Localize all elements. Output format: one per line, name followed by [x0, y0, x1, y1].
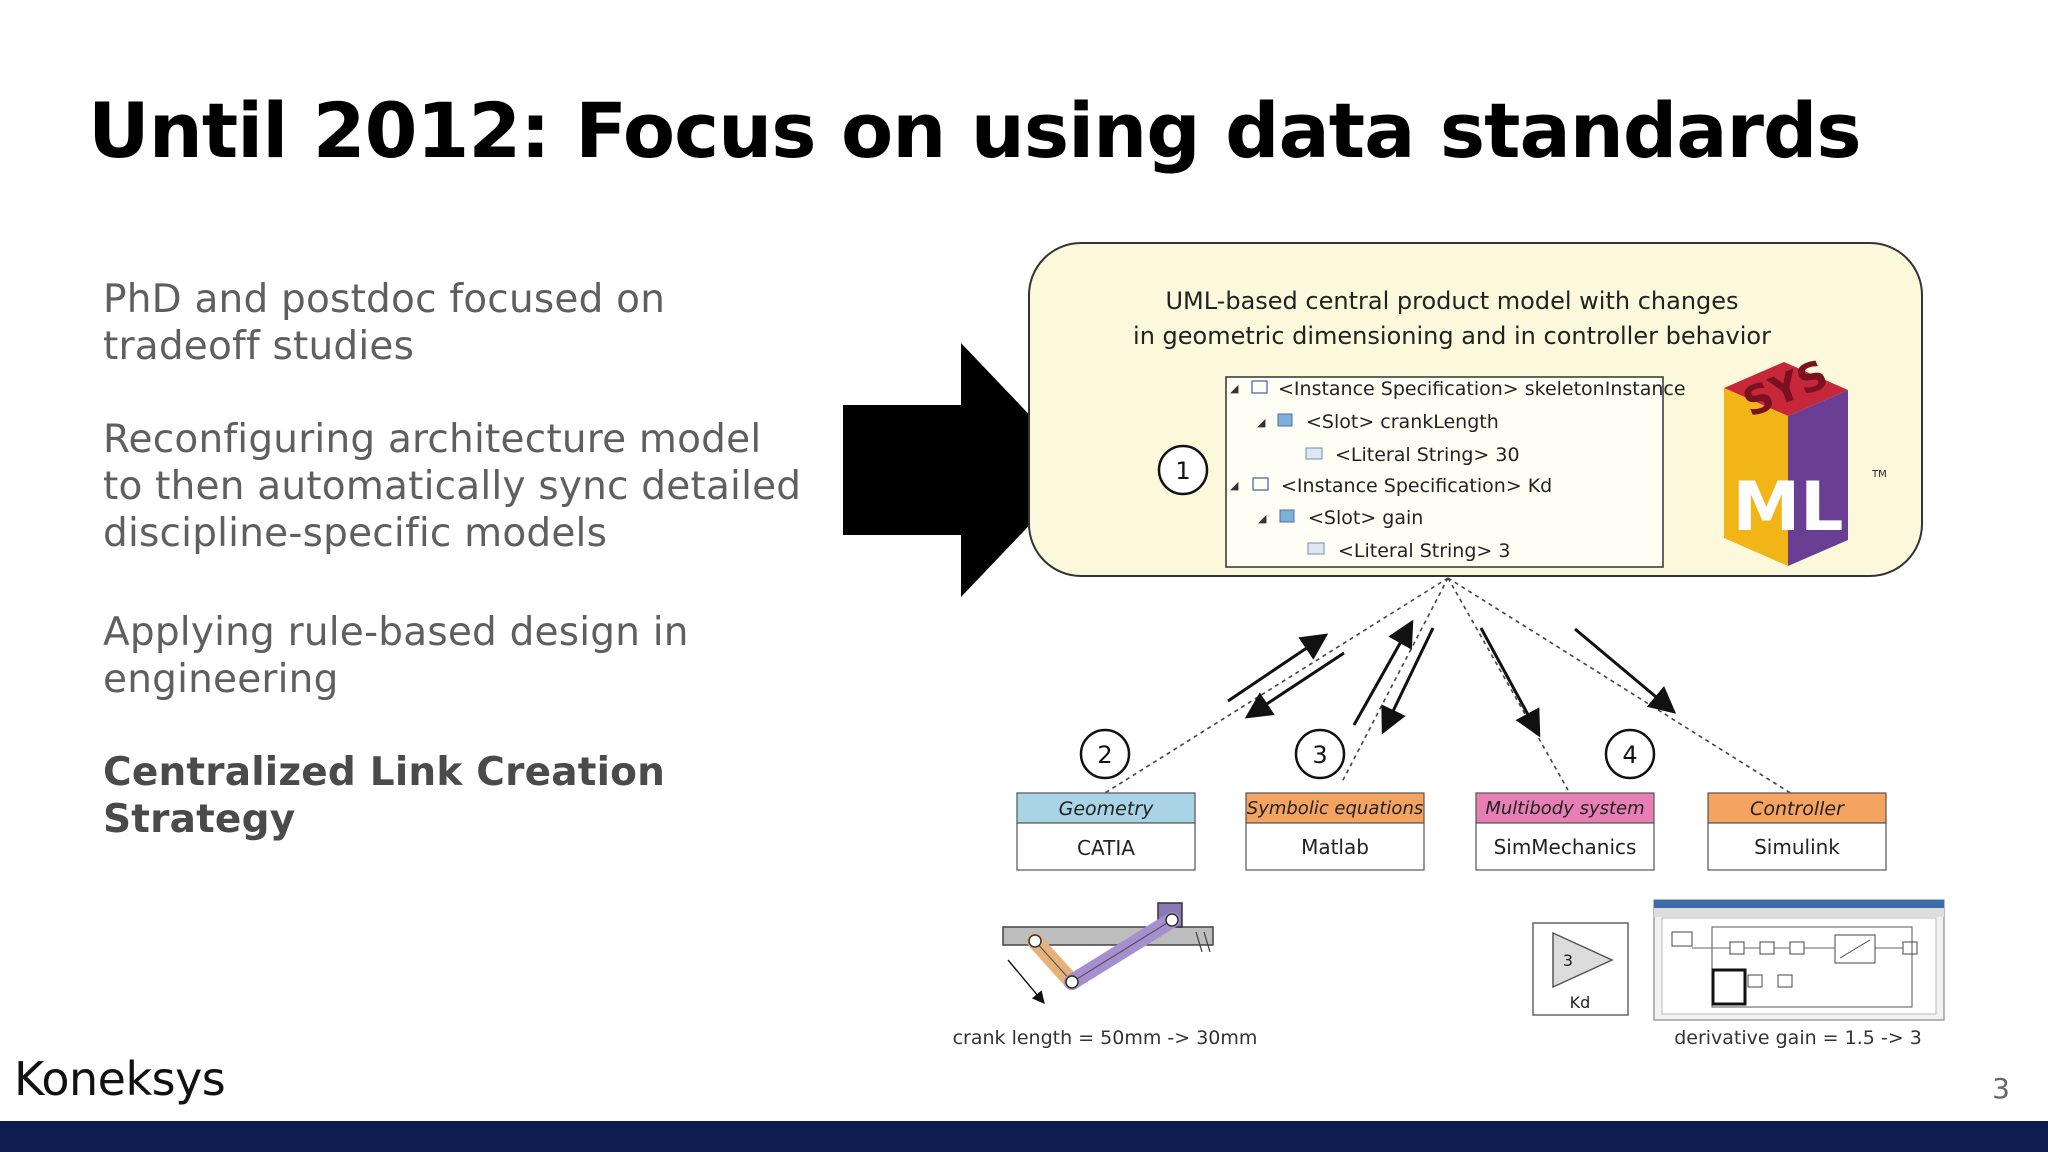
tool-name-simulink: Simulink — [1754, 835, 1840, 859]
tree-item-gain-slot: <Slot> gain — [1308, 507, 1423, 529]
tree-row: <Literal String> 3 — [1307, 540, 1510, 562]
slide-title: Until 2012: Focus on using data standard… — [88, 86, 1862, 175]
step-number-2: 2 — [1097, 741, 1112, 769]
page-number: 3 — [1992, 1072, 2010, 1105]
model-tree-panel — [1225, 376, 1664, 568]
arrow-right-icon — [843, 343, 1082, 597]
tree-row: ◢ <Slot> gain — [1258, 507, 1423, 529]
gain-block-label: Kd — [1570, 993, 1591, 1012]
crank-mechanism-sketch — [1002, 902, 1214, 1004]
koneksys-logo: Koneksys — [14, 1052, 226, 1106]
footer-bar — [0, 1121, 2048, 1152]
tree-item-crank-length-slot: <Slot> crankLength — [1306, 411, 1499, 433]
bullet-reconfiguring: Reconfiguring architecture model to then… — [103, 417, 802, 556]
sysml-logo-ml-text: ML — [1733, 468, 1844, 547]
step-number-4: 4 — [1622, 741, 1637, 769]
tool-name-matlab: Matlab — [1301, 835, 1369, 859]
bullet-list: PhD and postdoc focused on tradeoff stud… — [103, 276, 803, 843]
svg-text:◢: ◢ — [1258, 512, 1267, 525]
tool-category-multibody: Multibody system — [1485, 798, 1644, 819]
svg-text:◢: ◢ — [1230, 479, 1239, 492]
tree-item-literal-30: <Literal String> 30 — [1335, 444, 1520, 466]
tree-row: ◢ <Slot> crankLength — [1257, 411, 1499, 433]
caption-crank-length: crank length = 50mm -> 30mm — [953, 1027, 1258, 1049]
svg-text:◢: ◢ — [1257, 416, 1266, 429]
tree-item-skeleton-instance: <Instance Specification> skeletonInstanc… — [1278, 378, 1686, 400]
gain-block: 3 Kd — [1532, 922, 1629, 1016]
tree-item-kd-instance: <Instance Specification> Kd — [1281, 475, 1552, 497]
caption-derivative-gain: derivative gain = 1.5 -> 3 — [1674, 1027, 1922, 1049]
step-badge-2 — [1079, 728, 1131, 780]
tool-box-controller: Controller Simulink — [1707, 792, 1887, 871]
step-number-3: 3 — [1312, 741, 1327, 769]
tool-name-catia: CATIA — [1077, 836, 1135, 860]
sync-arrows — [1227, 619, 1677, 738]
step-number-1: 1 — [1175, 457, 1190, 485]
tool-box-geometry: Geometry CATIA — [1016, 792, 1196, 871]
architecture-diagram: UML-based central product model with cha… — [953, 242, 1945, 1049]
tool-category-controller: Controller — [1750, 798, 1845, 820]
step-badge-3 — [1294, 728, 1346, 780]
model-heading-line1: UML-based central product model with cha… — [1165, 287, 1738, 315]
simulink-model-screenshot — [1653, 899, 1945, 1021]
bullet-phd: PhD and postdoc focused on tradeoff stud… — [103, 277, 666, 369]
tree-row: <Literal String> 30 — [1305, 444, 1520, 466]
svg-text:◢: ◢ — [1230, 382, 1239, 395]
tree-row: ◢ <Instance Specification> skeletonInsta… — [1230, 378, 1686, 400]
tree-row: ◢ <Instance Specification> Kd — [1230, 475, 1552, 497]
step-badge-4 — [1604, 728, 1656, 780]
link-lines — [1104, 577, 1793, 795]
step-badge-1 — [1157, 444, 1209, 496]
model-heading-line2: in geometric dimensioning and in control… — [1133, 322, 1771, 350]
tool-box-symbolic: Symbolic equations Matlab — [1245, 792, 1425, 871]
bullet-centralized: Centralized Link Creation Strategy — [103, 750, 666, 842]
tree-item-literal-3: <Literal String> 3 — [1338, 540, 1510, 562]
tool-box-multibody: Multibody system SimMechanics — [1475, 792, 1655, 871]
gain-block-value: 3 — [1563, 951, 1573, 970]
bullet-rule-based: Applying rule-based design in engineerin… — [103, 610, 689, 702]
tool-category-symbolic: Symbolic equations — [1247, 798, 1423, 819]
tool-name-simmechanics: SimMechanics — [1494, 835, 1637, 859]
sysml-trademark: TM — [1871, 469, 1887, 480]
tool-category-geometry: Geometry — [1059, 798, 1154, 820]
